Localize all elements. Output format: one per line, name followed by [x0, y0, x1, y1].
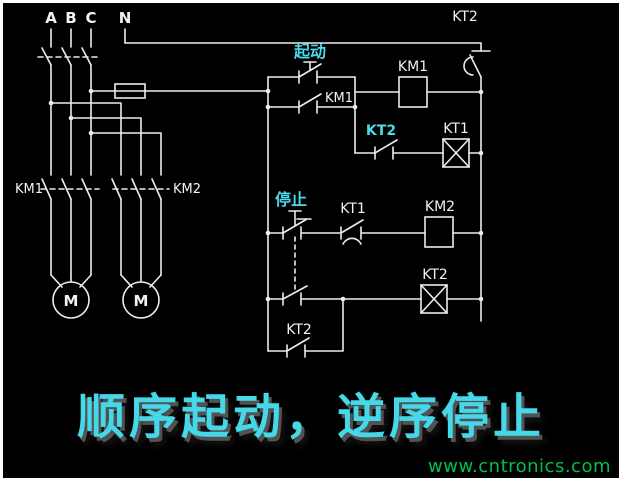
km2-branch-taps	[50, 102, 162, 176]
kt2-time-contact-symbol	[463, 50, 491, 78]
fuse-symbol	[90, 83, 269, 99]
kt2-contact-label: KT2	[366, 123, 396, 139]
neutral-label: N	[119, 9, 132, 27]
phase-a-label: A	[45, 9, 57, 27]
km2-coil-symbol	[424, 216, 482, 248]
kt2-contact-symbol	[354, 139, 444, 160]
phase-c-label: C	[85, 9, 96, 27]
km1-aux-contact-symbol	[267, 76, 356, 154]
motor-2-label: M	[134, 292, 149, 310]
motor-2-symbol	[120, 274, 162, 319]
kt1-coil-symbol	[442, 138, 482, 168]
kt2-hold-label: KT2	[286, 322, 312, 338]
start-button-symbol	[267, 61, 356, 84]
kt1-contact-label: KT1	[340, 201, 366, 217]
watermark-text: www.cntronics.com	[428, 456, 611, 477]
caption-text: 顺序起动，逆序停止	[76, 389, 545, 445]
motor-1-symbol	[50, 274, 92, 319]
start-label: 起动	[293, 42, 326, 61]
kt2-hold-contact-symbol	[267, 298, 344, 358]
km2-power-label: KM2	[173, 182, 201, 197]
km1-coil-symbol	[354, 76, 482, 108]
km1-aux-label: KM1	[325, 91, 353, 106]
stop-label: 停止	[275, 190, 307, 209]
kt2-coil-symbol	[420, 284, 482, 314]
stop-button-symbol	[267, 210, 342, 293]
kt2-coil-label: KT2	[422, 267, 448, 283]
km1-main-contacts	[40, 178, 100, 276]
motor-1-label: M	[64, 292, 79, 310]
kt1-time-contact-symbol	[340, 219, 426, 245]
km2-coil-label: KM2	[425, 199, 455, 215]
km2-main-contacts	[111, 178, 170, 276]
junction-dots	[48, 88, 484, 302]
circuit-diagram: A B C N KM1 KM2 M M KT2 起动 KM1 KM1 KT2 K…	[15, 9, 491, 358]
stop-no-contact-symbol	[267, 285, 422, 306]
kt2-top-label: KT2	[452, 9, 478, 25]
control-buses	[267, 42, 482, 352]
km1-power-label: KM1	[15, 182, 43, 197]
power-entry-wires	[37, 28, 482, 176]
km1-coil-label: KM1	[398, 59, 428, 75]
phase-b-label: B	[65, 9, 76, 27]
kt1-coil-label: KT1	[443, 121, 469, 137]
